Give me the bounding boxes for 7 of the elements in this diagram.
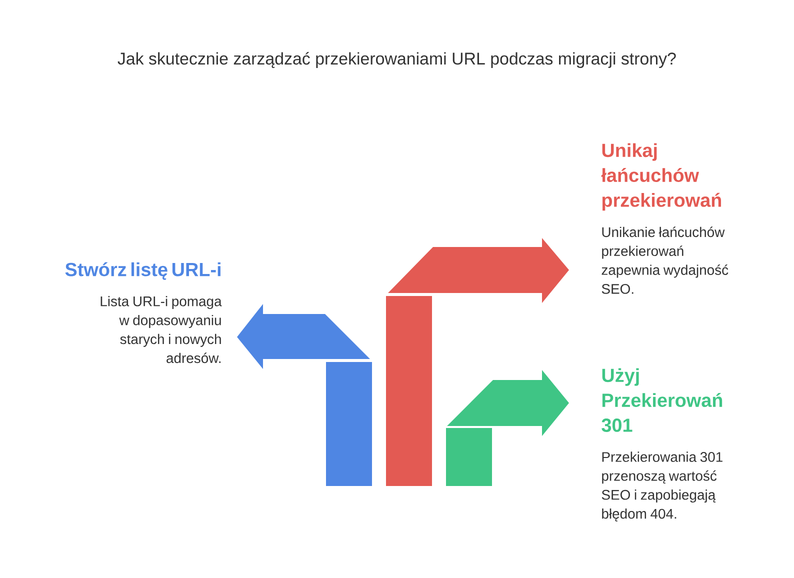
heading: Unikaj łańcuchów przekierowań [601, 143, 721, 211]
description: Unikanie łańcuchów przekierowań zapewnia wydajność SEO. [602, 226, 728, 294]
title: Jak skutecznie zarządzać przekierowaniami URL podczas migracji strony? [118, 52, 676, 68]
heading: Stwórz listę URL-i [65, 262, 220, 280]
description: Przekierowania 301 przenoszą wartość SEO i zapobiegają błędom 404. [602, 452, 722, 522]
heading: Użyj Przekierowań 301 [602, 368, 722, 432]
description: Lista URL-i pomaga w dopasowyaniu starych i nowych adresów. [100, 296, 222, 364]
